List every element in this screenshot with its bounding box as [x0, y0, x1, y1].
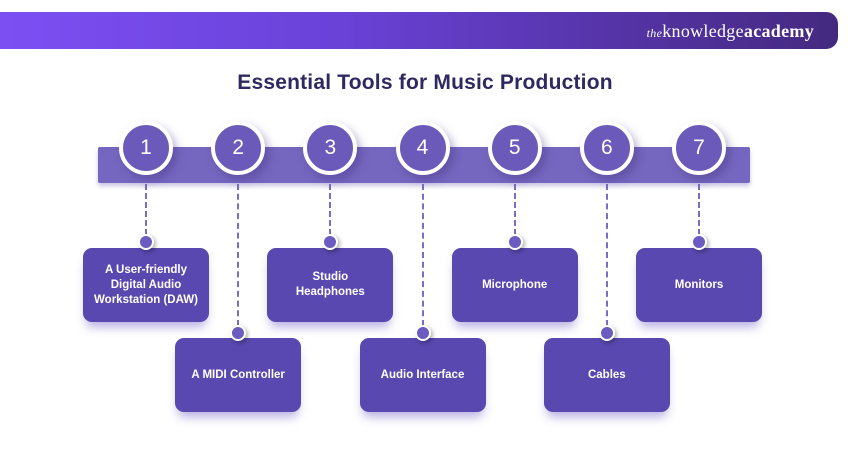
step-number: 7 — [693, 136, 705, 159]
brand-logo: theknowledgeacademy — [647, 22, 814, 40]
page-title: Essential Tools for Music Production — [237, 71, 613, 94]
connector-dashed-line — [605, 184, 608, 326]
step-number-circle: 3 — [303, 121, 358, 175]
connector-dashed-line — [513, 184, 516, 235]
tool-card-label: Audio Interface — [380, 368, 465, 381]
step-number-circle: 4 — [395, 121, 450, 175]
brand-banner: theknowledgeacademy — [0, 12, 838, 49]
tool-card-label: Cables — [587, 368, 626, 381]
step-number: 1 — [140, 136, 152, 159]
connector-dot — [322, 234, 339, 250]
tool-card: Microphone — [451, 248, 578, 322]
tool-card-label: A User-friendly Digital Audio Workstatio… — [94, 263, 198, 306]
tool-card: Audio Interface — [359, 338, 486, 412]
step-number: 4 — [416, 136, 429, 159]
connector-dashed-line — [237, 184, 240, 326]
brand-logo-prefix: the — [646, 25, 663, 40]
tool-card: Monitors — [636, 248, 763, 322]
tool-card: Studio Headphones — [267, 248, 394, 322]
connector-dot — [598, 325, 615, 341]
tool-card-label: A MIDI Controller — [191, 368, 285, 381]
connector-dot — [506, 234, 523, 250]
step-number-circle: 7 — [672, 121, 727, 175]
connector-dot — [230, 325, 247, 341]
step-number: 6 — [601, 136, 613, 159]
step-number: 3 — [324, 136, 337, 159]
tool-card-label: Microphone — [482, 278, 548, 291]
tool-card: A User-friendly Digital Audio Workstatio… — [83, 248, 209, 322]
connector-dashed-line — [698, 184, 701, 235]
tool-card: A MIDI Controller — [175, 338, 302, 412]
connector-dashed-line — [145, 184, 147, 235]
step-number: 2 — [232, 136, 244, 159]
tool-card-label: Studio Headphones — [295, 271, 365, 298]
tool-card: Cables — [543, 338, 670, 412]
step-number-circle: 2 — [211, 121, 266, 175]
step-number: 5 — [508, 136, 521, 159]
connector-dashed-line — [421, 184, 424, 326]
connector-dashed-line — [329, 184, 332, 235]
brand-logo-word2: academy — [743, 20, 814, 41]
tool-card-label: Monitors — [674, 278, 724, 291]
connector-dot — [414, 325, 431, 341]
brand-logo-word1: knowledge — [662, 20, 744, 41]
connector-dot — [691, 234, 708, 250]
step-number-circle: 6 — [579, 121, 634, 175]
step-number-circle: 5 — [487, 121, 542, 175]
step-number-circle: 1 — [119, 121, 173, 175]
connector-dot — [138, 234, 154, 250]
